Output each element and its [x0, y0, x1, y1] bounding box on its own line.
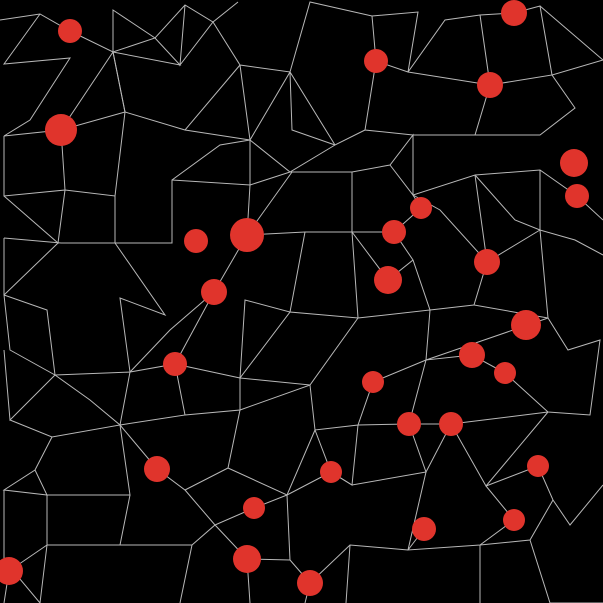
game-dot[interactable] [459, 342, 485, 368]
edge-path [479, 465, 603, 546]
edge-path [54, 291, 215, 426]
game-dot[interactable] [364, 49, 388, 73]
edge-path [3, 238, 59, 376]
game-dot[interactable] [163, 352, 187, 376]
game-dot[interactable] [201, 279, 227, 305]
game-dot[interactable] [243, 497, 265, 519]
edge-path [475, 5, 603, 136]
game-dot[interactable] [45, 114, 77, 146]
game-dot[interactable] [477, 72, 503, 98]
edge-path [371, 5, 553, 86]
game-dot[interactable] [511, 310, 541, 340]
edge-path [3, 129, 251, 244]
game-dot[interactable] [230, 218, 264, 252]
dot-layer[interactable] [0, 0, 589, 596]
game-dot[interactable] [503, 509, 525, 531]
game-dot[interactable] [144, 456, 170, 482]
edge-path [3, 490, 131, 603]
edge-path [0, 1, 239, 53]
game-dot[interactable] [439, 412, 463, 436]
edge-path [246, 171, 353, 237]
game-dot[interactable] [527, 455, 549, 477]
game-dot[interactable] [565, 184, 589, 208]
edge-path [286, 411, 549, 496]
game-dot[interactable] [397, 412, 421, 436]
game-dot[interactable] [0, 557, 23, 585]
game-dot[interactable] [297, 570, 323, 596]
edge-path [304, 539, 603, 603]
edge-path [112, 51, 366, 146]
game-dot[interactable] [474, 249, 500, 275]
edge-path [184, 359, 427, 431]
edge-path [114, 234, 248, 373]
edge-path [179, 544, 409, 603]
game-dot[interactable] [374, 266, 402, 294]
edge-path [2, 424, 131, 496]
edge-path [412, 194, 549, 319]
game-dot[interactable] [501, 0, 527, 26]
game-dot[interactable] [362, 371, 384, 393]
edge-path [119, 409, 316, 496]
game-dot[interactable] [320, 461, 342, 483]
game-dot[interactable] [382, 220, 406, 244]
edge-path [3, 349, 122, 438]
edge-path [249, 71, 336, 173]
game-dot[interactable] [184, 229, 208, 253]
edge-path [3, 140, 251, 244]
edge-path [120, 489, 291, 561]
game-dot[interactable] [58, 19, 82, 43]
game-dot[interactable] [560, 149, 588, 177]
game-dot[interactable] [410, 197, 432, 219]
game-dot[interactable] [412, 517, 436, 541]
edge-path [474, 169, 603, 231]
game-dot[interactable] [233, 545, 261, 573]
edge-path [357, 259, 506, 374]
game-dot[interactable] [494, 362, 516, 384]
